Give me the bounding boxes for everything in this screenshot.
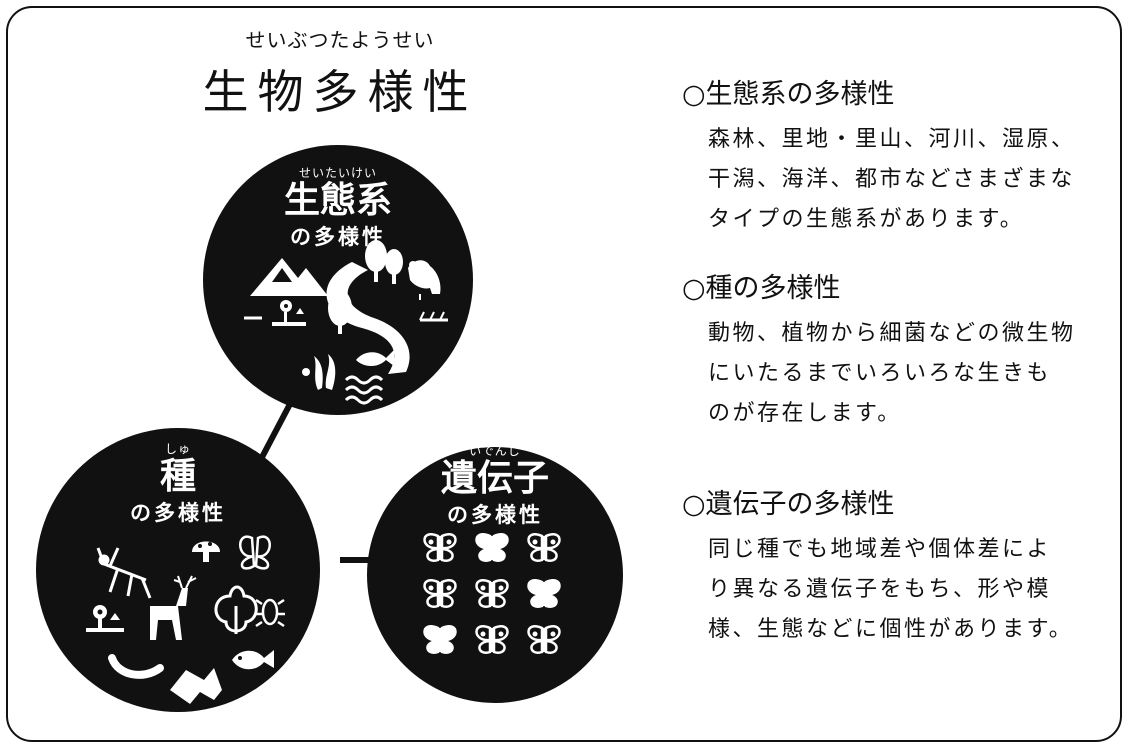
body-line: 干潟、海洋、都市などさまざまな — [708, 167, 1075, 192]
frog-icon — [170, 668, 222, 704]
fish-icon — [232, 650, 274, 670]
main-title: 生物多様性 — [202, 65, 478, 119]
flower-icon — [86, 605, 124, 632]
butterfly-icon — [423, 625, 457, 654]
butterfly-grid — [423, 533, 561, 654]
grass-icon — [244, 311, 448, 322]
section-ecosystem: ○生態系の多様性 森林、里地・里山、河川、湿原、 干潟、海洋、都市などさまざまな… — [682, 78, 1122, 240]
tree-icon — [328, 240, 403, 334]
outer-frame — [6, 6, 1122, 742]
butterfly-icon — [527, 625, 561, 654]
body-line: のが存在します。 — [708, 401, 902, 426]
seaweed-icon — [302, 354, 336, 390]
body-line: にいたるまでいろいろな生きも — [708, 361, 1052, 386]
butterfly-icon — [239, 535, 271, 570]
section-heading: ○生態系の多様性 — [682, 79, 895, 110]
section-genetic: ○遺伝子の多様性 同じ種でも地域差や個体差によ り異なる遺伝子をもち、形や模 様… — [682, 488, 1122, 650]
body-line: 同じ種でも地域差や個体差によ — [708, 537, 1052, 562]
ecosystem-title: 生態系 — [283, 180, 392, 221]
butterfly-icon — [475, 579, 509, 608]
butterfly-icon — [527, 579, 561, 608]
beetle-icon — [255, 598, 285, 628]
river-icon — [326, 262, 410, 374]
butterfly-icon — [475, 533, 509, 562]
body-line: 動物、植物から細菌などの微生物 — [708, 321, 1076, 346]
butterfly-icon — [527, 533, 561, 562]
fish-icon — [356, 350, 394, 366]
worm-icon — [108, 654, 164, 679]
ecosystem-ruby: せいたいけい — [298, 166, 377, 180]
species-title: 種 — [159, 456, 196, 497]
body-line: タイプの生態系があります。 — [708, 207, 1025, 232]
section-species: ○種の多様性 動物、植物から細菌などの微生物 にいたるまでいろいろな生きも のが… — [682, 272, 1122, 434]
genetic-ruby: いでんし — [469, 444, 521, 458]
flower-icon — [272, 300, 306, 326]
ecosystem-subtitle: の多様性 — [290, 225, 386, 249]
butterfly-icon — [423, 579, 457, 608]
bird-icon — [408, 260, 441, 300]
mantis-icon — [96, 547, 152, 599]
butterfly-icon — [475, 625, 509, 654]
section-body: 同じ種でも地域差や個体差によ り異なる遺伝子をもち、形や模 様、生態などに個性が… — [708, 530, 1122, 650]
mushroom-icon — [192, 541, 220, 562]
genetic-subtitle: の多様性 — [447, 503, 543, 527]
species-circle — [36, 428, 320, 712]
section-heading: ○種の多様性 — [682, 273, 841, 304]
section-body: 動物、植物から細菌などの微生物 にいたるまでいろいろな生きも のが存在します。 — [708, 314, 1122, 434]
deer-icon — [150, 575, 197, 640]
genetic-title: 遺伝子 — [440, 458, 549, 499]
biodiversity-diagram: せいたいけい 生態系 の多様性 しゅ 種 の多様性 いでんし 遺伝子 の多様性 — [36, 145, 623, 712]
butterfly-icon — [423, 533, 457, 562]
section-heading: ○遺伝子の多様性 — [682, 489, 895, 520]
species-ruby: しゅ — [164, 442, 191, 456]
tree-icon — [214, 585, 258, 634]
waves-icon — [344, 375, 384, 405]
section-body: 森林、里地・里山、河川、湿原、 干潟、海洋、都市などさまざまな タイプの生態系が… — [708, 120, 1122, 240]
body-line: 様、生態などに個性があります。 — [708, 617, 1074, 642]
body-line: り異なる遺伝子をもち、形や模 — [708, 577, 1052, 602]
body-line: 森林、里地・里山、河川、湿原、 — [708, 127, 1076, 152]
species-subtitle: の多様性 — [130, 501, 226, 525]
mountain-icon — [250, 258, 328, 296]
main-title-ruby: せいぶつたようせい — [245, 28, 435, 52]
